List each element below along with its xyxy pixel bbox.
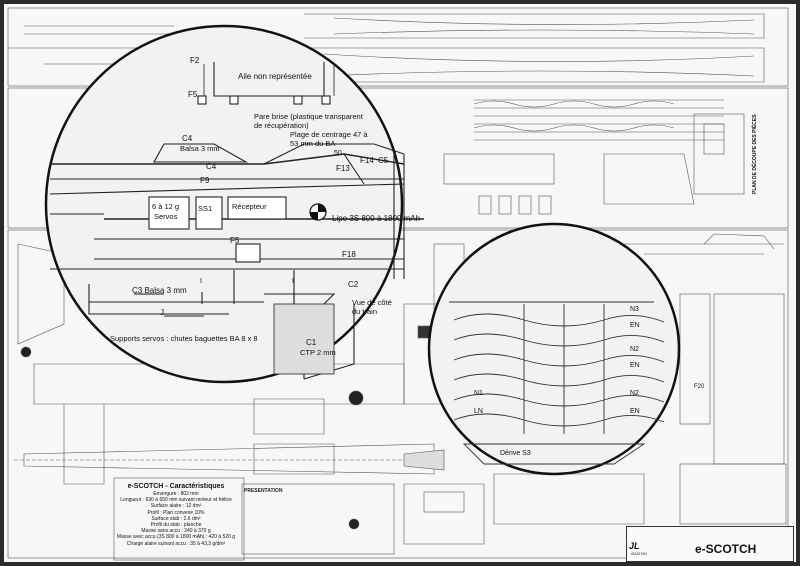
rib-templates (473, 99, 724, 141)
specs-line: Longueur : 630 à 650 mm suivant moteur e… (120, 497, 232, 504)
label-c4-box: C4 (182, 134, 193, 143)
specs-line: Profil : Plan convexe 10% (147, 509, 205, 516)
label-lipo: Lipo 3S 800 à 1800 mAh (332, 214, 421, 223)
label-c2: C2 (348, 280, 359, 289)
label-servos: Servos (154, 212, 178, 221)
label-j: J (160, 308, 164, 317)
label-mark-i-right: I (292, 278, 294, 285)
label-f20: F20 (694, 384, 705, 390)
plan-sheet: F2 Aile non représentée F5 Pare brise (p… (4, 4, 796, 562)
plan-drawing (7, 7, 789, 561)
specs-line: Masse avec accu (3S 800 à 1800 mAh) : 42… (116, 534, 236, 541)
tail-fin-outline (17, 243, 65, 345)
specs-line: Envergure : 802 mm (153, 491, 199, 497)
label-f5-top: F5 (188, 90, 198, 99)
label-en-top: EN (630, 322, 640, 329)
label-recepteur: Récepteur (232, 202, 267, 211)
label-n2-a: N2 (630, 346, 639, 353)
label-f5-bottom: F5 (230, 236, 240, 245)
plan-decoupe-title: PLAN DE DÉCOUPE DES PIÈCES (752, 114, 758, 194)
label-c4: C4 (206, 162, 217, 171)
label-c3: C3 Balsa 3 mm (132, 286, 187, 295)
label-n1: N1 (474, 390, 483, 397)
label-balsa-3mm: Balsa 3 mm (180, 144, 220, 153)
presentation-box: PRÉSENTATION (244, 488, 392, 548)
wing-outline-shape (213, 62, 325, 97)
label-aile: Aile non représentée (238, 72, 312, 81)
label-en-mid: EN (630, 362, 640, 369)
label-n3: N3 (630, 306, 639, 313)
magnifier-left (44, 24, 424, 384)
specs-line: Surface stab : 2.6 dm² (151, 515, 201, 522)
label-ln: LN (474, 408, 483, 415)
brand-subtitle: AVIATION (631, 552, 647, 556)
label-c5: C5 (378, 156, 389, 165)
presentation-title: PRÉSENTATION (244, 488, 283, 494)
label-derive: Dérive S3 (500, 450, 531, 457)
label-f18: F18 (342, 250, 356, 259)
label-supports-servos: Supports servos : chutes baguettes BA 8 … (110, 334, 258, 343)
specs-line: Surface alaire : 12 dm² (150, 503, 202, 510)
label-n2-b: N2 (630, 390, 639, 397)
label-f13: F13 (336, 164, 350, 173)
specs-line: Profil du stab : planche (150, 522, 202, 529)
label-vue-cote: Vue de côté du train (352, 298, 392, 316)
magnifier-right (427, 222, 681, 476)
label-plage-centrage: Plage de centrage 47 à 53 mm du BA (290, 130, 368, 148)
brand-logo: JL (629, 541, 640, 551)
title-block: JL AVIATION e-SCOTCH (626, 526, 794, 562)
label-mark-i-left: I (200, 278, 202, 285)
label-c1: C1 (306, 338, 317, 347)
model-name: e-SCOTCH (695, 542, 757, 556)
label-ctp: CTP 2 mm (300, 348, 336, 357)
specs-box: e-SCOTCH - Caractéristiques Envergure : … (112, 482, 240, 562)
specs-line: Masse sans accu : 340 à 370 g (141, 528, 211, 535)
label-pare-brise: Pare brise (plastique transparent de réc… (254, 112, 363, 130)
label-f14: F14 (360, 156, 374, 165)
c4-shape (153, 143, 249, 163)
label-f9: F9 (200, 176, 210, 185)
fuselage-top-view (23, 443, 435, 475)
label-dim-50: 50 (334, 150, 342, 157)
label-f2: F2 (190, 56, 200, 65)
specs-title: e-SCOTCH - Caractéristiques (127, 483, 225, 490)
label-ss1: SS1 (198, 204, 213, 213)
label-servo-weight: 6 à 12 g (152, 202, 180, 211)
specs-line: Charge alaire suivant accu : 35 à 43,3 g… (126, 540, 226, 547)
wing-template-frame (7, 7, 789, 87)
label-en-low: EN (630, 408, 640, 415)
